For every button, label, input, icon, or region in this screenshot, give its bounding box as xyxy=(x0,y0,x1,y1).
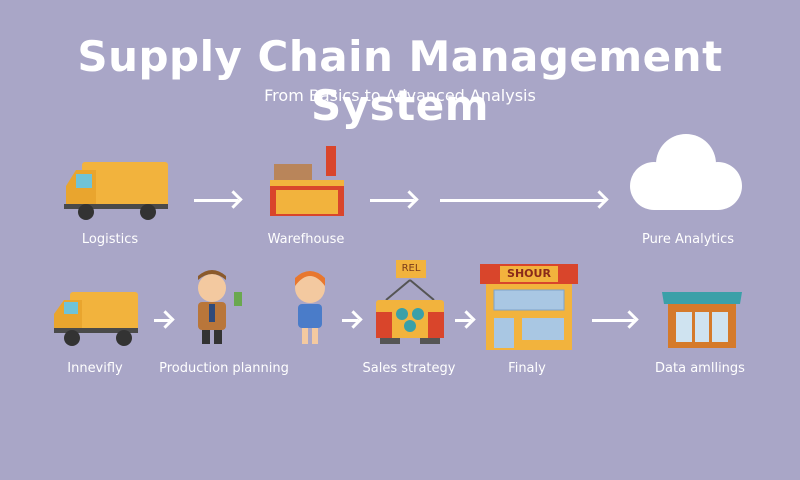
step-label-data-amllings: Data amllings xyxy=(655,361,745,376)
machine-sign: REL xyxy=(396,260,426,278)
step-label-finaly: Finaly xyxy=(508,361,546,376)
step-label-warehouse: Warefhouse xyxy=(267,232,345,247)
shop-sign: SHOUR xyxy=(500,266,558,282)
truck-icon xyxy=(54,292,138,346)
shop: SHOUR xyxy=(480,264,578,352)
truck-icon xyxy=(64,162,168,220)
step-label-logistics: Logistics xyxy=(81,232,139,247)
step-label-sales-strategy: Sales strategy xyxy=(362,361,456,376)
arrow-icon xyxy=(455,319,471,322)
cloud-icon xyxy=(630,134,742,210)
arrow-icon xyxy=(194,199,238,202)
arrow-icon xyxy=(440,199,604,202)
arrow-icon xyxy=(592,319,634,322)
page-title: Supply Chain Management System xyxy=(77,32,723,130)
step-label-pure-analytics: Pure Analytics xyxy=(641,232,735,247)
businessman-icon xyxy=(198,270,242,344)
warehouse-icon xyxy=(270,146,344,216)
arrow-icon xyxy=(154,319,170,322)
store-icon xyxy=(662,292,742,348)
step-label-production-planning: Production planning xyxy=(159,361,289,376)
page-subtitle: From Basics to Advanced Analysis xyxy=(264,86,536,105)
machine-icon xyxy=(376,279,444,344)
shop-icon xyxy=(486,284,572,350)
child-icon xyxy=(295,271,325,344)
arrow-icon xyxy=(370,199,414,202)
arrow-icon xyxy=(342,319,358,322)
step-label-innevifly: Innevifly xyxy=(67,361,123,376)
